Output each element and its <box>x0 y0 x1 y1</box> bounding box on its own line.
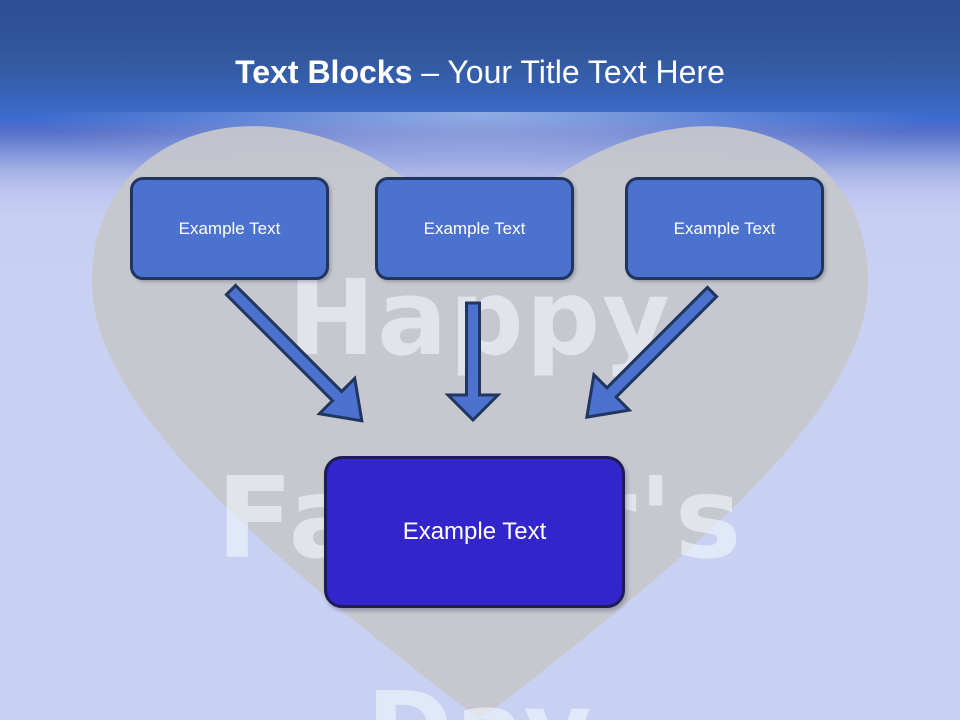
text-block-result[interactable]: Example Text <box>324 456 625 608</box>
watermark-line-day: Day <box>0 678 960 720</box>
text-block-1-label: Example Text <box>178 218 281 238</box>
text-block-2[interactable]: Example Text <box>375 177 574 280</box>
title-rest-part: – Your Title Text Here <box>412 54 725 90</box>
text-block-result-label: Example Text <box>402 518 547 545</box>
text-block-1[interactable]: Example Text <box>130 177 329 280</box>
text-block-2-label: Example Text <box>423 218 526 238</box>
slide-title: Text Blocks – Your Title Text Here <box>0 50 960 94</box>
watermark-line-happy: Happy <box>288 257 672 379</box>
text-block-3-label: Example Text <box>673 218 776 238</box>
title-strong-part: Text Blocks <box>235 54 413 90</box>
text-block-3[interactable]: Example Text <box>625 177 824 280</box>
